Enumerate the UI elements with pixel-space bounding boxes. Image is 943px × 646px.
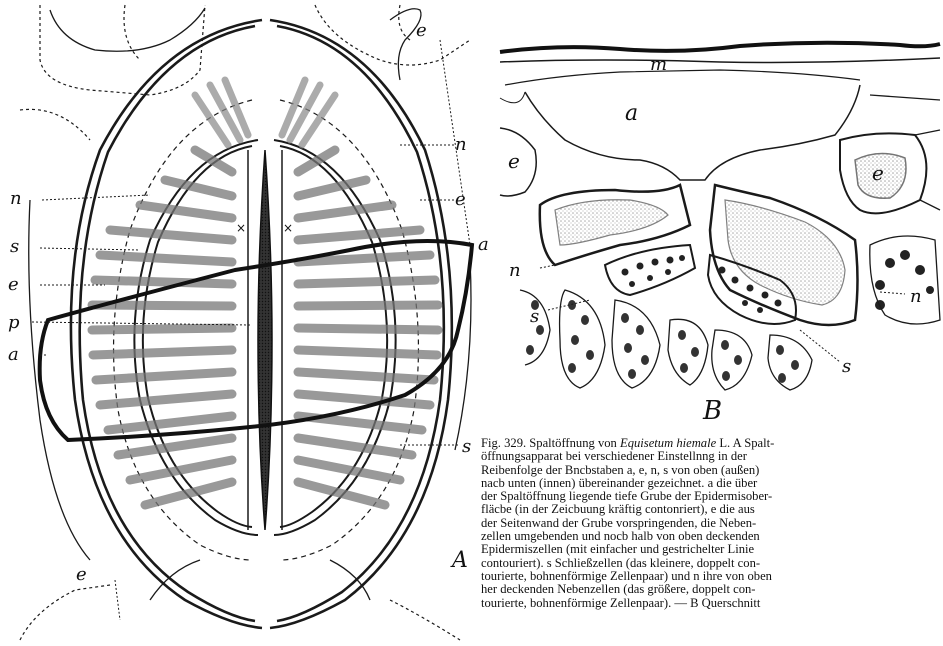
guard-cell-left <box>605 245 695 295</box>
caption-line: Epidermiszellen (mit einfacher und gestr… <box>481 543 943 556</box>
label-e-left-b: e <box>508 149 520 173</box>
pit-chamber <box>525 85 860 180</box>
label-n-right-b: n <box>910 286 922 307</box>
caption-line: öffnungsapparat bei verschiedener Einste… <box>481 450 943 463</box>
thickening-bands-right <box>298 150 438 505</box>
caption-line: tourierte, bohnenförmige Zellenpaar). — … <box>481 597 943 610</box>
label-s-left: s <box>10 236 19 257</box>
svg-text:×: × <box>283 221 293 235</box>
figure-b-drawing <box>500 43 940 390</box>
caption-line-1: Fig. 329. Spaltöffnung von Equisetum hie… <box>481 437 943 450</box>
label-e-right: e <box>455 189 466 210</box>
caption-line: tourierte, bohnenförmige Zellenpaar) und… <box>481 570 943 583</box>
caption-line: zellen umgebenden und nocb halb von oben… <box>481 530 943 543</box>
label-e-right-b: e <box>872 161 884 185</box>
label-n-left: n <box>10 188 22 209</box>
caption-line: fläcbe (in der Zeicbuung kräftig contonr… <box>481 503 943 516</box>
label-e-bottom: e <box>76 564 87 585</box>
caption-line: der Spaltöffnung liegende tiefe Grube de… <box>481 490 943 503</box>
caption-line: nacb unten (innen) übereinander gezeichn… <box>481 477 943 490</box>
stomatal-pore <box>258 150 272 530</box>
mesophyll-cells <box>520 236 940 390</box>
panel-label-a: A <box>452 548 468 573</box>
label-s-right-b: s <box>842 356 851 377</box>
label-s-right: s <box>462 436 471 457</box>
label-e-top: e <box>416 20 427 41</box>
panel-label-b: B <box>703 396 722 426</box>
svg-text:×: × <box>236 221 246 235</box>
label-e-left: e <box>8 274 19 295</box>
figure-a-drawing: × × <box>20 5 472 640</box>
caption-line: her deckenden Nebenzellen (das größere, … <box>481 583 943 596</box>
figure-caption: Fig. 329. Spaltöffnung von Equisetum hie… <box>481 437 943 646</box>
label-a-left: a <box>8 344 19 365</box>
label-m: m <box>650 54 667 75</box>
thickening-bands-left <box>92 150 232 505</box>
label-s-left-b: s <box>530 306 539 327</box>
label-a-right: a <box>478 234 489 255</box>
epidermis-cell-walls <box>20 5 470 640</box>
label-n-left-b: n <box>509 260 521 281</box>
pit-outline <box>40 241 472 440</box>
label-n-right: n <box>455 134 467 155</box>
mesophyll-chloroplasts <box>526 300 799 383</box>
caption-line: contouriert). s Schließzellen (das klein… <box>481 557 943 570</box>
cuticle-layer <box>500 43 940 52</box>
label-p-left: p <box>8 312 20 333</box>
label-a-b: a <box>625 101 638 126</box>
caption-line: der Seitenwand der Grube vorspringenden,… <box>481 517 943 530</box>
caption-line: Reibenfolge der Bncbstaben a, e, n, s vo… <box>481 464 943 477</box>
